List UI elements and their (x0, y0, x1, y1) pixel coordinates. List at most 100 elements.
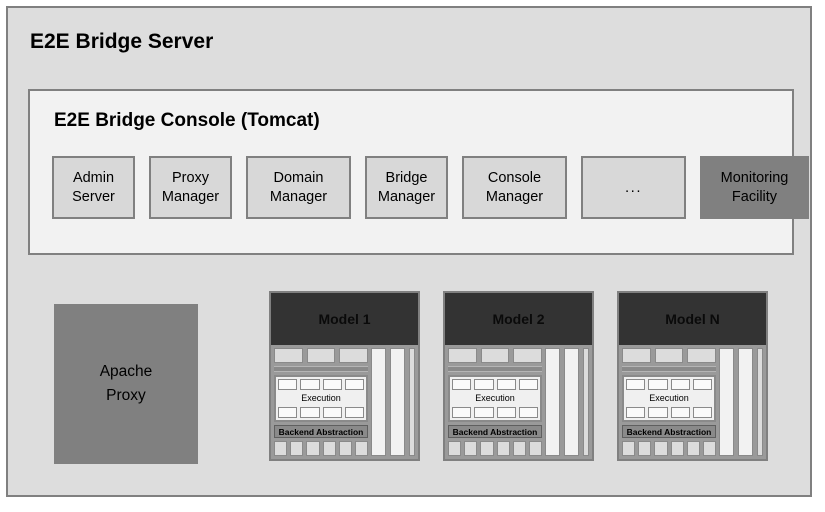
backend-column (448, 441, 462, 456)
backend-column (702, 441, 717, 456)
module-more-placeholder[interactable]: ... (581, 156, 686, 219)
module-admin-server[interactable]: Admin Server (52, 156, 135, 219)
module-bridge-manager-label: Bridge Manager (377, 169, 436, 205)
model-n-title: Model N (619, 293, 766, 345)
backend-column (306, 441, 320, 456)
model-2-bus-bar (448, 366, 542, 372)
backend-column (480, 441, 494, 456)
exec-cell (322, 407, 342, 418)
model-1-bus-bar (274, 366, 368, 372)
model-cell (622, 348, 651, 363)
backend-column (338, 441, 352, 456)
exec-cell (670, 407, 690, 418)
module-proxy-manager-label: Proxy Manager (161, 169, 220, 205)
exec-cell (518, 379, 538, 390)
backend-column (528, 441, 543, 456)
model-1-execution-block: Execution (274, 375, 368, 422)
model-n-exec-cells-bottom (626, 407, 712, 418)
backend-column (622, 441, 636, 456)
apache-proxy-box[interactable]: Apache Proxy (54, 304, 198, 464)
module-admin-server-label: Admin Server (72, 169, 115, 205)
exec-cell (278, 379, 298, 390)
model-n-body: Execution Backend Abstraction (619, 345, 766, 459)
model-2-title: Model 2 (445, 293, 592, 345)
side-column (719, 348, 734, 456)
model-2-exec-cells-top (452, 379, 538, 390)
model-cell (448, 348, 477, 363)
model-n-stack: Execution Backend Abstraction (622, 348, 717, 456)
exec-cell (344, 379, 364, 390)
model-1-execution-label: Execution (301, 393, 341, 403)
model-cell (687, 348, 717, 363)
exec-cell (692, 407, 712, 418)
side-column-thin (757, 348, 763, 456)
exec-cell (474, 407, 494, 418)
model-cell (480, 348, 510, 363)
backend-column (654, 441, 668, 456)
model-1-side-columns (371, 348, 415, 456)
exec-cell (496, 379, 516, 390)
exec-cell (452, 407, 472, 418)
model-1-top-cells (274, 348, 369, 363)
model-n-bus-bar (622, 366, 716, 372)
side-column (390, 348, 405, 456)
model-1-body: Execution Backend Abstraction (271, 345, 418, 459)
module-console-manager[interactable]: Console Manager (462, 156, 567, 219)
module-proxy-manager[interactable]: Proxy Manager (149, 156, 232, 219)
console-panel-title: E2E Bridge Console (Tomcat) (54, 110, 320, 131)
module-monitoring-facility-label: Monitoring Facility (720, 169, 789, 205)
model-2-exec-cells-bottom (452, 407, 538, 418)
backend-column (274, 441, 288, 456)
model-n-backend-label: Backend Abstraction (622, 425, 716, 438)
model-2-backend-columns (448, 441, 543, 456)
model-2-top-cells (448, 348, 543, 363)
model-box-n[interactable]: Model N (617, 291, 768, 461)
model-2-execution-block: Execution (448, 375, 542, 422)
exec-cell (322, 379, 342, 390)
side-column (738, 348, 753, 456)
module-more-placeholder-label: ... (624, 178, 642, 196)
exec-cell (344, 407, 364, 418)
backend-column (322, 441, 336, 456)
backend-column (512, 441, 526, 456)
model-container-row: Model 1 (269, 291, 768, 461)
page-title: E2E Bridge Server (30, 30, 214, 53)
model-2-side-columns (545, 348, 589, 456)
side-column (564, 348, 579, 456)
model-2-body: Execution Backend Abstraction (445, 345, 592, 459)
e2e-bridge-console-panel: E2E Bridge Console (Tomcat) Admin Server… (28, 89, 809, 255)
module-console-manager-label: Console Manager (485, 169, 544, 205)
model-n-execution-label: Execution (649, 393, 689, 403)
side-column (545, 348, 560, 456)
model-cell (513, 348, 543, 363)
side-column (371, 348, 386, 456)
exec-cell (648, 379, 668, 390)
apache-proxy-label: Apache Proxy (99, 362, 153, 404)
backend-column (638, 441, 652, 456)
e2e-bridge-server-container: E2E Bridge Server E2E Bridge Console (To… (6, 6, 812, 497)
model-n-execution-block: Execution (622, 375, 716, 422)
module-bridge-manager[interactable]: Bridge Manager (365, 156, 448, 219)
module-monitoring-facility[interactable]: Monitoring Facility (700, 156, 809, 219)
exec-cell (518, 407, 538, 418)
side-column-thin (583, 348, 589, 456)
model-cell (654, 348, 684, 363)
model-cell (306, 348, 336, 363)
model-box-1[interactable]: Model 1 (269, 291, 420, 461)
exec-cell (692, 379, 712, 390)
model-2-execution-label: Execution (475, 393, 515, 403)
backend-column (354, 441, 369, 456)
backend-column (464, 441, 478, 456)
model-box-2[interactable]: Model 2 (443, 291, 594, 461)
model-cell (339, 348, 369, 363)
model-1-stack: Execution Backend Abstraction (274, 348, 369, 456)
exec-cell (300, 407, 320, 418)
exec-cell (474, 379, 494, 390)
model-1-exec-cells-bottom (278, 407, 364, 418)
model-n-top-cells (622, 348, 717, 363)
module-domain-manager[interactable]: Domain Manager (246, 156, 351, 219)
model-1-title: Model 1 (271, 293, 418, 345)
model-2-backend-label: Backend Abstraction (448, 425, 542, 438)
backend-column (670, 441, 684, 456)
model-n-backend-columns (622, 441, 717, 456)
